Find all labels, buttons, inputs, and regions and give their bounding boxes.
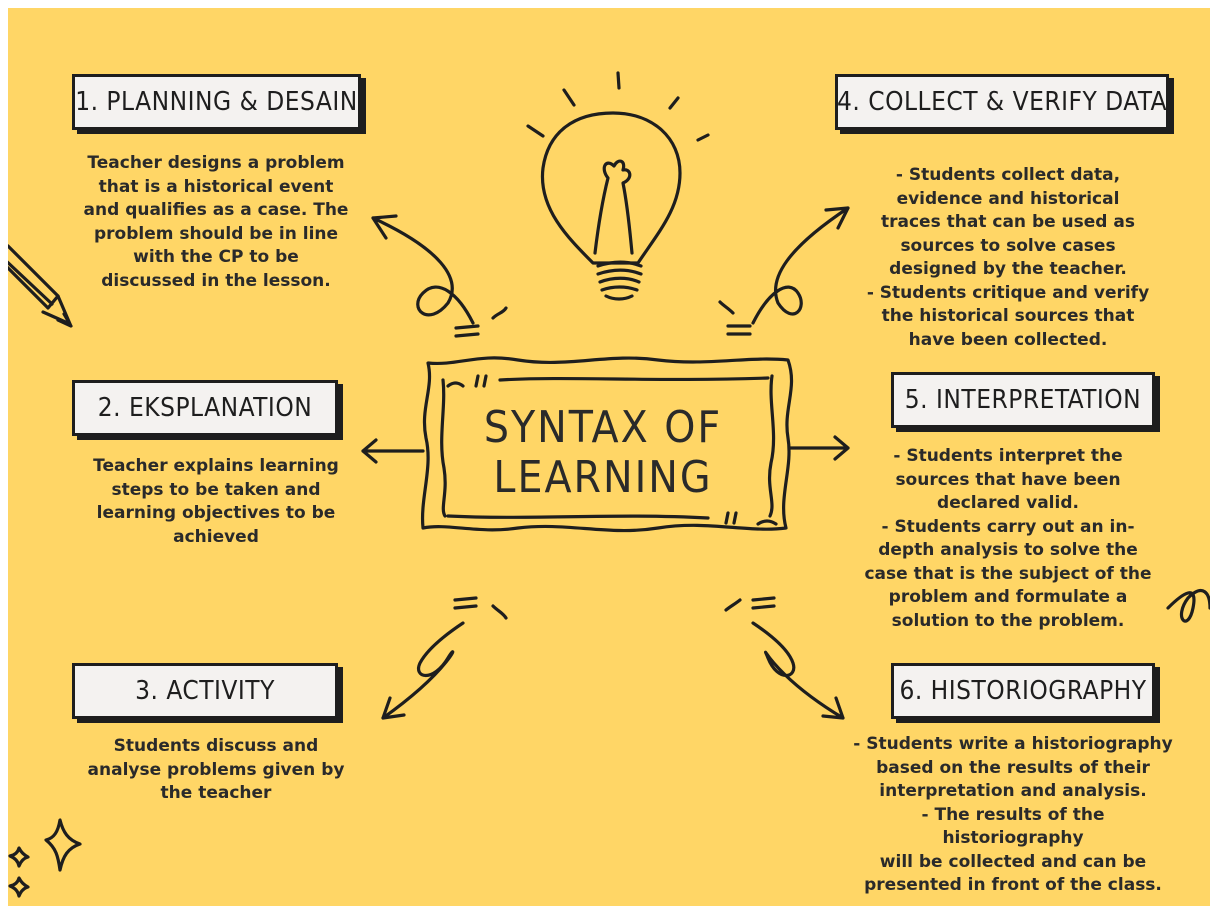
decorations	[8, 71, 1210, 898]
step-5-line: - Students interpret the	[893, 446, 1123, 466]
step-1-line: with the CP to be	[133, 247, 299, 267]
step-5-line: - Students carry out an in-	[881, 516, 1135, 537]
step-1-line: Teacher designs a problem	[87, 153, 345, 173]
step-6-description: - Students write a historiography based …	[853, 733, 1173, 898]
step-1-line: discussed in the lesson.	[101, 270, 331, 291]
arrow-left	[361, 438, 425, 464]
step-3-line: Students discuss and	[113, 736, 319, 756]
step-4-line: designed by the teacher.	[889, 259, 1127, 279]
step-4-line: the historical sources that	[881, 306, 1135, 326]
center-frame	[420, 356, 794, 533]
step-1-line: and qualifies as a case. The	[83, 200, 349, 220]
arrow-lower-right	[751, 621, 845, 720]
sparkle-icon	[8, 846, 30, 868]
step-5-line: sources that have been	[895, 469, 1121, 490]
step-6-title: 6. HISTORIOGRAPHY	[891, 663, 1155, 719]
center-title: SYNTAX OF LEARNING	[433, 403, 773, 503]
step-4-line: sources to solve cases	[900, 235, 1116, 256]
step-2-line: steps to be taken and	[111, 479, 321, 500]
step-5-line: solution to the problem.	[891, 610, 1125, 631]
sparkle-icon	[8, 876, 30, 898]
step-5-title: 5. INTERPRETATION	[891, 372, 1155, 428]
step-6-line: - The results of the historiography	[921, 804, 1105, 849]
step-6-line: - Students write a historiography	[853, 734, 1173, 754]
step-5-description: - Students interpret the sources that ha…	[853, 445, 1163, 633]
step-6-line: will be collected and can be	[879, 851, 1147, 872]
step-4-line: evidence and historical	[896, 188, 1120, 209]
step-4-line: - Students collect data,	[895, 165, 1121, 185]
step-1-line: problem should be in line	[93, 223, 339, 244]
step-6-line: presented in front of the class.	[864, 875, 1162, 895]
step-2-line: achieved	[173, 526, 259, 547]
step-3-description: Students discuss and analyse problems gi…	[46, 735, 386, 806]
step-2-line: Teacher explains learning	[93, 456, 339, 476]
step-5-line: depth analysis to solve the	[878, 540, 1138, 560]
step-3-line: the teacher	[160, 783, 272, 803]
step-2-title: 2. EKSPLANATION	[72, 380, 338, 436]
step-4-title: 4. COLLECT & VERIFY DATA	[835, 74, 1169, 130]
step-4-line: have been collected.	[908, 329, 1108, 350]
step-5-line: case that is the subject of the	[864, 563, 1152, 584]
center-title-line1: SYNTAX OF	[483, 402, 723, 453]
arrow-right	[788, 435, 850, 461]
loop-doodle	[1166, 589, 1210, 623]
sparkle-icon	[44, 818, 82, 872]
step-1-line: that is a historical event	[98, 176, 334, 197]
step-3-title: 3. ACTIVITY	[72, 663, 338, 719]
step-2-line: learning objectives to be	[96, 503, 336, 523]
step-4-line: - Students critique and verify	[866, 282, 1150, 303]
arrow-upper-left	[371, 214, 475, 325]
center-title-line2: LEARNING	[493, 452, 713, 503]
arrow-lower-left	[381, 621, 465, 720]
infographic-canvas: SYNTAX OF LEARNING 1. PLANNING & DESAIN …	[8, 8, 1210, 906]
step-1-description: Teacher designs a problem that is a hist…	[46, 152, 386, 293]
step-5-line: declared valid.	[937, 493, 1079, 513]
step-4-line: traces that can be used as	[881, 212, 1135, 232]
step-6-line: interpretation and analysis.	[879, 781, 1147, 801]
step-1-title: 1. PLANNING & DESAIN	[72, 74, 361, 130]
step-3-line: analyse problems given by	[87, 759, 345, 780]
pencil-icon	[8, 244, 73, 328]
step-4-description: - Students collect data, evidence and hi…	[853, 164, 1163, 352]
step-6-line: based on the results of their	[876, 757, 1150, 778]
step-2-description: Teacher explains learning steps to be ta…	[46, 455, 386, 549]
lightbulb-icon	[526, 71, 710, 301]
step-5-line: problem and formulate a	[888, 587, 1128, 607]
arrow-upper-right	[751, 206, 850, 325]
